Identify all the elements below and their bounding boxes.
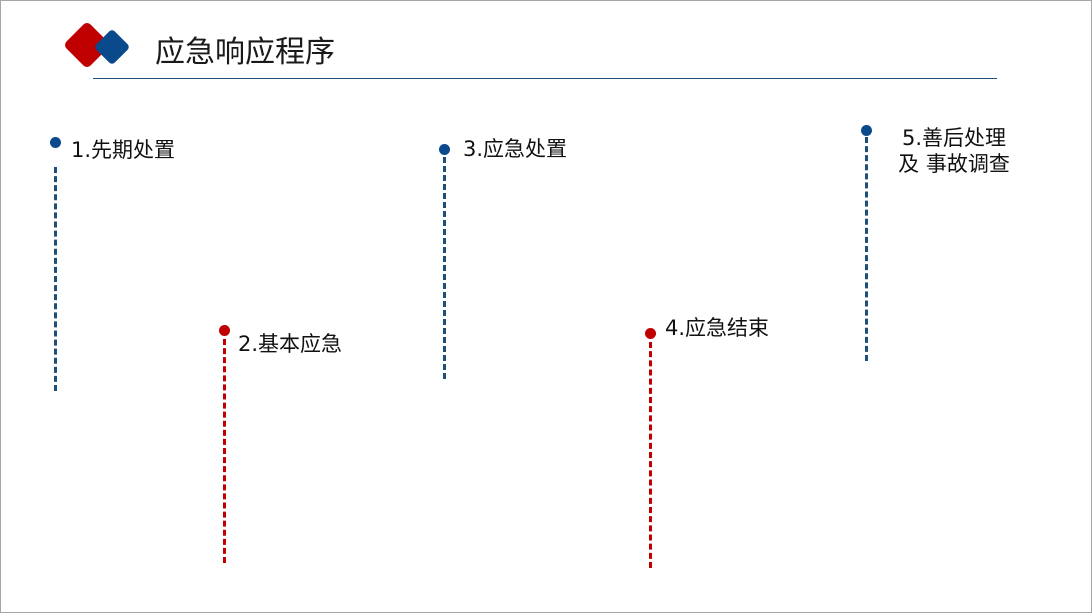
- step-3-dashed-line: [443, 157, 446, 379]
- step-2-label: 2.基本应急: [238, 332, 343, 356]
- step-2-dashed-line: [223, 339, 226, 563]
- step-1-dot: [50, 137, 61, 148]
- step-3-dot: [439, 144, 450, 155]
- diamond-logo-icon: [65, 23, 129, 67]
- step-5-dot: [861, 125, 872, 136]
- step-4-dashed-line: [649, 342, 652, 568]
- step-1-dashed-line: [54, 167, 57, 391]
- step-4-dot: [645, 328, 656, 339]
- page-title: 应急响应程序: [155, 35, 335, 70]
- step-3-label: 3.应急处置: [463, 137, 568, 161]
- step-4-label: 4.应急结束: [665, 316, 770, 340]
- step-5-label: 5.善后处理 及 事故调查: [889, 125, 1019, 177]
- step-2-dot: [219, 325, 230, 336]
- title-underline: [93, 78, 997, 79]
- step-5-dashed-line: [865, 137, 868, 361]
- step-1-label: 1.先期处置: [71, 138, 176, 162]
- step-5-label-line1: 5.善后处理: [901, 126, 1007, 150]
- step-5-label-line2: 及 事故调查: [898, 152, 1010, 176]
